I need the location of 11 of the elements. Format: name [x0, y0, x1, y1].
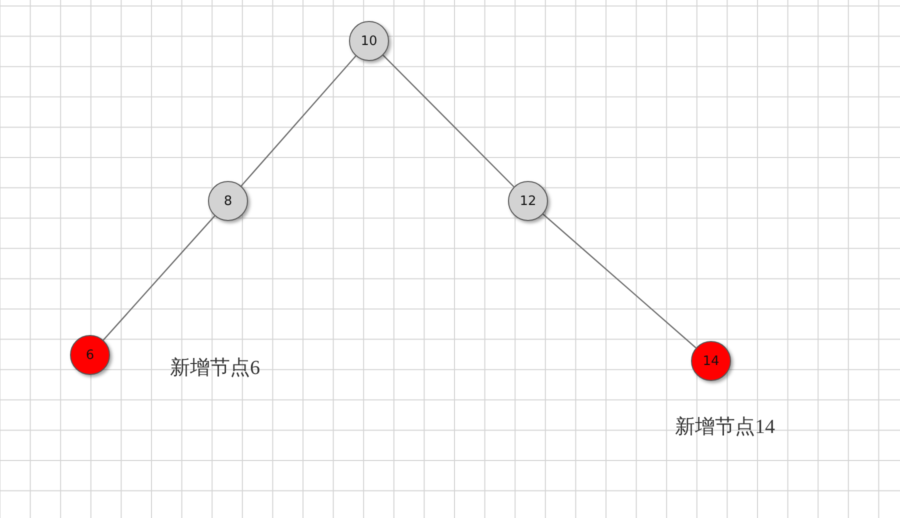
- connector-line: [382, 54, 514, 188]
- tree-node-circle: 10: [349, 21, 389, 61]
- tree-node-circle: 8: [208, 181, 248, 221]
- tree-node-circle: 6: [70, 335, 110, 375]
- tree-node-circle: 14: [691, 341, 731, 381]
- connector-line: [542, 214, 696, 348]
- connector-line: [240, 56, 356, 186]
- annotation-text: 新增节点14: [675, 415, 775, 440]
- annotation-text: 新增节点6: [170, 356, 260, 381]
- connector-line: [102, 215, 216, 341]
- tree-node-circle: 12: [508, 181, 548, 221]
